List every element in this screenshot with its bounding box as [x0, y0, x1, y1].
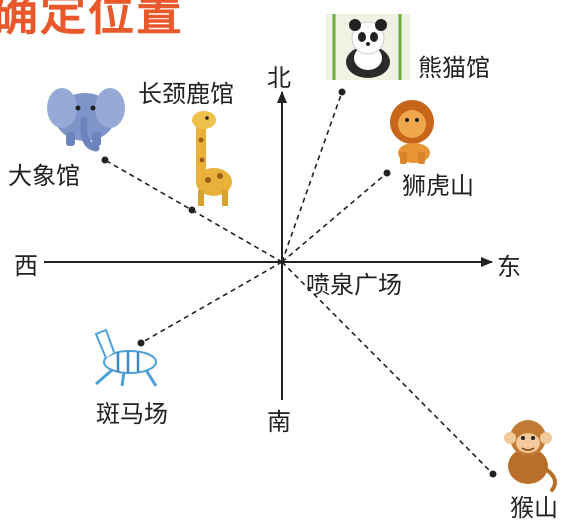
page-title: 确定位置 — [0, 0, 184, 41]
dot-panda — [338, 88, 346, 96]
giraffe-label: 长颈鹿馆 — [138, 80, 234, 108]
west-label: 西 — [14, 252, 38, 280]
giraffe-icon — [192, 111, 232, 206]
elephant-label: 大象馆 — [8, 162, 80, 190]
ray-lion — [281, 172, 388, 263]
monkey-icon — [504, 420, 558, 492]
north-label: 北 — [267, 64, 291, 92]
lion-label: 狮虎山 — [402, 172, 474, 200]
south-label: 南 — [267, 408, 291, 436]
east-label: 东 — [497, 253, 521, 281]
lion-icon — [390, 100, 434, 164]
dot-elephant — [101, 156, 109, 164]
zebra-label: 斑马场 — [96, 400, 168, 428]
elephant-icon — [47, 88, 125, 152]
monkey-label: 猴山 — [510, 494, 558, 522]
ray-zebra — [140, 261, 283, 344]
ray-panda — [281, 91, 343, 263]
dot-zebra — [137, 339, 145, 347]
zebra-icon — [94, 328, 158, 387]
dot-monkey — [489, 470, 497, 478]
dot-lion — [383, 169, 391, 177]
ray-monkey — [281, 261, 494, 475]
dot-giraffe — [188, 206, 196, 214]
center-label: 喷泉广场 — [306, 271, 402, 299]
panda-label: 熊猫馆 — [418, 54, 490, 82]
panda-icon — [326, 14, 410, 80]
